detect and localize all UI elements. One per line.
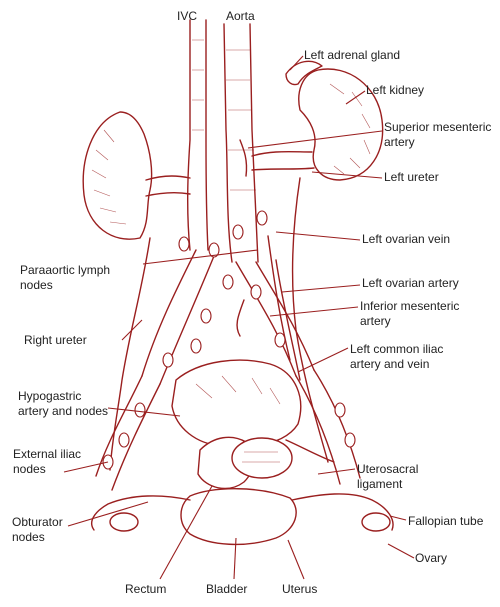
- label-right-ureter: Right ureter: [24, 333, 87, 347]
- label-uterosacral-ligament: Uterosacral ligament: [357, 462, 419, 491]
- label-paraaortic-lymph-nodes: Paraaortic lymph nodes: [20, 263, 111, 292]
- label-fallopian-tube: Fallopian tube: [408, 514, 484, 528]
- left-adrenal-gland: [285, 60, 323, 86]
- bladder-organ: [180, 488, 297, 546]
- label-left-kidney: Left kidney: [366, 83, 425, 97]
- left-renal-vessels: [251, 150, 315, 171]
- left-ovarian-artery-path: [275, 259, 301, 381]
- label-left-common-iliac: Left common iliac artery and vein: [350, 342, 444, 371]
- label-external-iliac-nodes: External iliac nodes: [13, 447, 82, 476]
- sacral-region: [171, 359, 302, 448]
- left-ovarian-vein-path: [267, 235, 291, 361]
- label-uterus: Uterus: [282, 582, 318, 596]
- label-rectum: Rectum: [125, 582, 167, 596]
- left-fallopian-tube: [291, 493, 394, 531]
- right-ovary: [109, 512, 139, 532]
- right-renal-vessels: [145, 175, 191, 197]
- label-superior-mesenteric-artery: Superior mesenteric artery: [384, 120, 492, 149]
- left-kidney: [298, 68, 384, 181]
- left-ovary: [361, 512, 391, 532]
- label-left-ureter: Left ureter: [384, 170, 439, 184]
- leader-lines: [63, 55, 415, 580]
- pelvic-organs: [171, 359, 335, 546]
- label-left-ovarian-vein: Left ovarian vein: [362, 232, 451, 246]
- inferior-mesenteric-artery-vessel: [236, 299, 245, 337]
- superior-mesenteric-artery-vessel: [239, 139, 248, 177]
- right-kidney: [82, 111, 153, 240]
- left-common-iliac-path: [235, 261, 315, 377]
- uterus-organ: [231, 437, 293, 479]
- label-inferior-mesenteric-artery: Inferior mesenteric artery: [360, 299, 460, 328]
- aorta-vessel: [223, 23, 259, 263]
- label-obturator-nodes: Obturator nodes: [12, 515, 63, 544]
- label-bladder: Bladder: [206, 582, 248, 596]
- right-ureter-path: [109, 237, 151, 471]
- right-external-iliac: [95, 375, 161, 491]
- label-left-adrenal-gland: Left adrenal gland: [304, 48, 401, 62]
- label-aorta: Aorta: [226, 9, 255, 23]
- ivc-vessel: [187, 19, 209, 251]
- label-hypogastric-artery-nodes: Hypogastric artery and nodes: [18, 389, 109, 418]
- label-ovary: Ovary: [415, 551, 448, 565]
- label-left-ovarian-artery: Left ovarian artery: [362, 276, 459, 290]
- lymph-nodes: [102, 210, 356, 470]
- right-common-iliac: [141, 249, 215, 385]
- label-ivc: IVC: [177, 9, 198, 23]
- uterosacral-ligament-path: [285, 439, 335, 463]
- left-external-iliac: [295, 369, 361, 485]
- right-fallopian-tube: [90, 495, 191, 531]
